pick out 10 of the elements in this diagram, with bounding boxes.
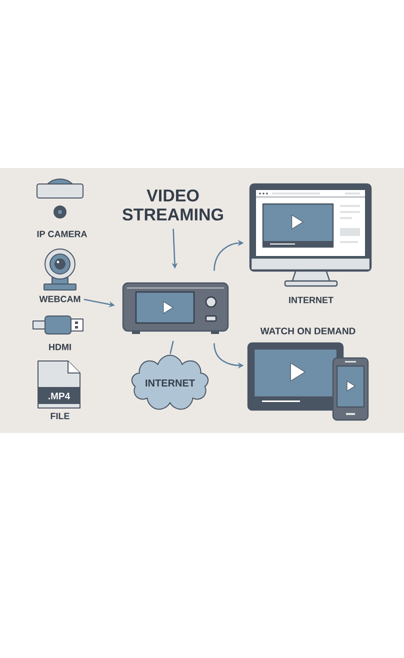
file-label: .MP4: [48, 392, 70, 400]
icon-caption: IP CAMERA: [37, 230, 87, 238]
icon-caption: WATCH ON DEMAND: [260, 328, 356, 334]
icon-caption: WEBCAM: [39, 296, 80, 302]
title-text: VIDEO STREAMING: [122, 189, 223, 221]
media-player-drawing: [122, 282, 229, 334]
icon-caption: FILE: [50, 412, 70, 420]
icon-caption: HDMI: [49, 344, 71, 350]
connector-line: [170, 340, 174, 354]
icon-caption: INTERNET: [289, 296, 334, 304]
